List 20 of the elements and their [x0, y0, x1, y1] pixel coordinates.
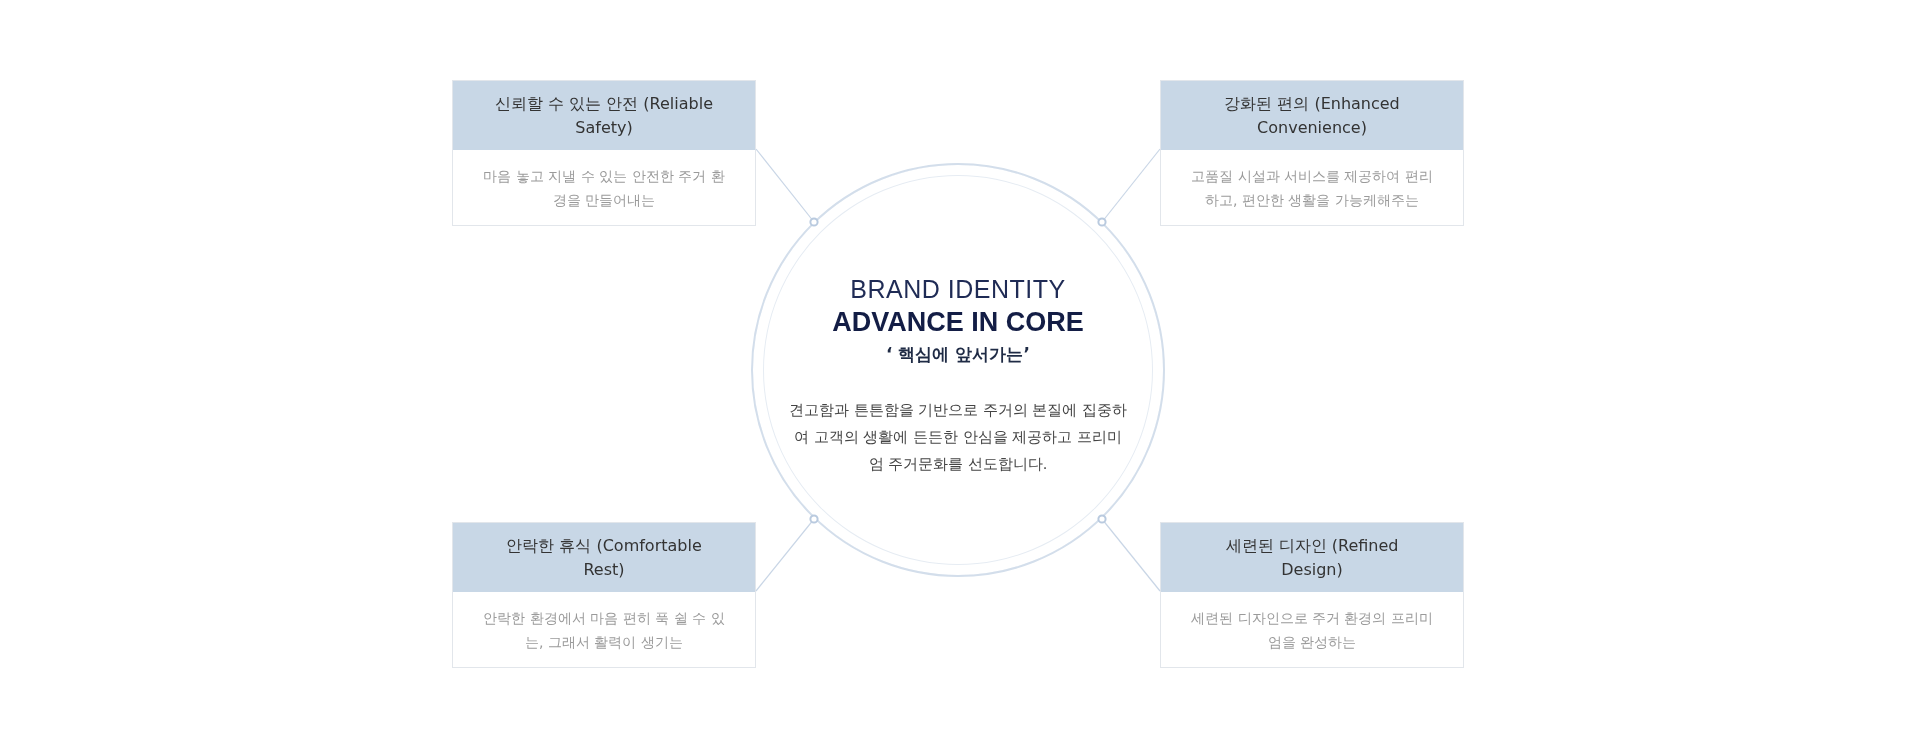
card-description: 마음 놓고 지낼 수 있는 안전한 주거 환경을 만들어내는: [483, 166, 725, 210]
leader-line: [1097, 514, 1161, 592]
value-card: [452, 80, 756, 226]
card-heading: 안락한 휴식 (Comfortable Rest): [453, 523, 755, 592]
value-card: [1160, 522, 1464, 668]
leader-line: [1097, 148, 1161, 227]
leader-line: [755, 514, 819, 592]
card-heading: 강화된 편의 (Enhanced Convenience): [1161, 81, 1463, 150]
slogan-heading: ADVANCE IN CORE: [832, 307, 1084, 338]
value-card: [1160, 80, 1464, 226]
slogan-translation: ‘ 핵심에 앞서가는’: [886, 343, 1030, 366]
card-description: 안락한 환경에서 마음 편히 푹 쉴 수 있는, 그래서 활력이 생기는: [483, 608, 725, 652]
description-text: 견고함과 튼튼함을 기반으로 주거의 본질에 집중하여 고객의 생활에 든든한 안심을 제공하고 프리미엄 주거문화를 선도합니다.: [788, 401, 1128, 474]
leader-line: [755, 148, 819, 227]
value-card: [452, 522, 756, 668]
card-description: 세련된 디자인으로 주거 환경의 프리미엄을 완성하는: [1191, 608, 1433, 652]
card-heading: 신뢰할 수 있는 안전 (Reliable Safety): [453, 81, 755, 150]
card-heading: 세련된 디자인 (Refined Design): [1161, 523, 1463, 592]
subtitle-text: BRAND IDENTITY: [850, 275, 1066, 304]
card-description: 고품질 시설과 서비스를 제공하여 편리하고, 편안한 생활을 가능케해주는: [1191, 166, 1433, 210]
